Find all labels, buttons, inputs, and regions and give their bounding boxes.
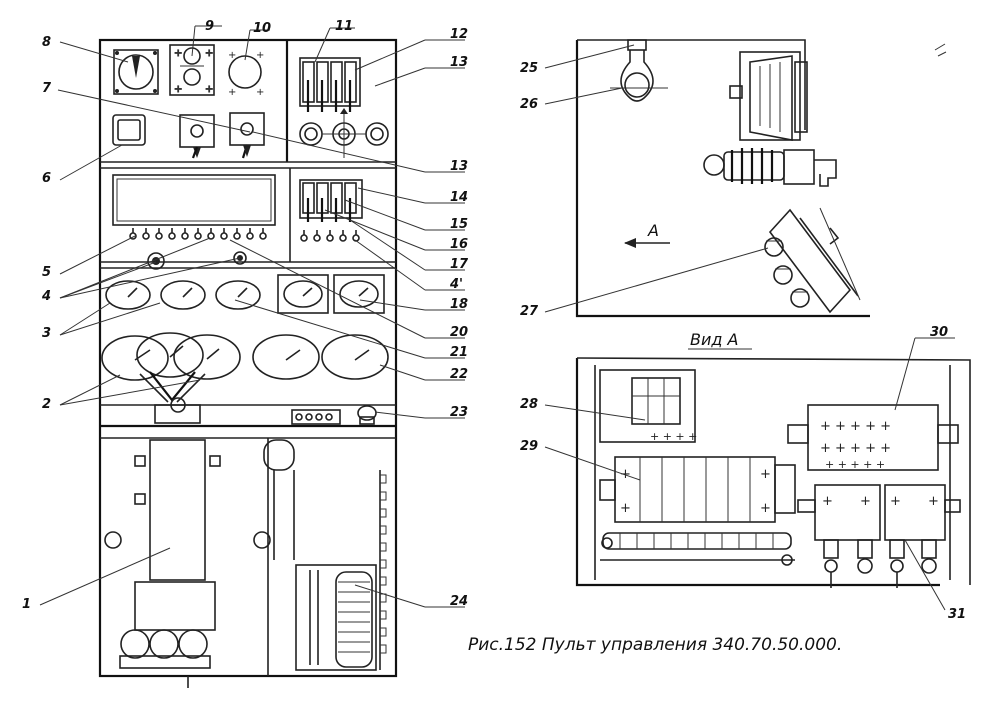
svg-text:+: +: [174, 84, 182, 95]
callout-30: 29: [520, 439, 538, 454]
toggle-switch-14: [229, 112, 265, 159]
callout-9: 9: [205, 19, 214, 34]
svg-text:+: +: [228, 87, 236, 98]
svg-text:+: +: [822, 494, 833, 509]
callout-24: 23: [450, 405, 468, 420]
callout-5: 5: [42, 265, 51, 280]
callout-11: 11: [335, 19, 353, 34]
view-a: + + + + + + + + + + + + + + + + + + + + …: [575, 357, 971, 588]
view-arrow-a: [624, 238, 670, 248]
relay-block-29: + + + +: [599, 369, 697, 443]
leader-lines: [39, 25, 955, 611]
callout-16: 15: [450, 217, 468, 232]
large-gauges-2: [101, 332, 389, 424]
svg-text:+: +: [620, 501, 631, 516]
callout-31: 30: [930, 325, 948, 340]
view-a-label: Вид А: [690, 330, 738, 349]
callout-1: 1: [22, 597, 31, 612]
callout-13: 13: [450, 55, 468, 70]
callout-20: 18: [450, 297, 468, 312]
callout-8: 8: [42, 35, 51, 50]
svg-text:+: +: [256, 87, 264, 98]
fuse-block-15: [299, 179, 363, 222]
ribbed-connector: [703, 148, 837, 187]
side-view: [575, 39, 947, 318]
svg-text:+ + + + +: + + + + +: [825, 458, 885, 471]
figure-caption: Рис.152 Пульт управления 340.70.50.000.: [468, 635, 842, 655]
connector-boxes-32: + + + +: [797, 484, 961, 588]
callout-26: 25: [520, 61, 538, 76]
callout-25: 24: [450, 594, 468, 609]
svg-text:+ + + + +: + + + + +: [820, 441, 891, 456]
svg-text:+: +: [760, 467, 771, 482]
callout-3: 3: [42, 326, 51, 341]
rack-25: [263, 439, 387, 671]
svg-text:+: +: [860, 494, 871, 509]
callout-22: 21: [450, 345, 468, 360]
square-gauges-20: [277, 274, 385, 314]
svg-text:+: +: [928, 494, 939, 509]
callout-17: 16: [450, 237, 468, 252]
callout-15: 14: [450, 190, 468, 205]
svg-text:+: +: [205, 48, 213, 59]
connector-strip-24: [291, 405, 377, 425]
svg-text:+: +: [890, 494, 901, 509]
toggle-switch-7: [179, 114, 215, 159]
small-gauges-3: [105, 280, 261, 310]
callout-4p: 4': [449, 277, 463, 292]
toggle-row-4prime: [300, 230, 360, 242]
selector-switch-8: [113, 49, 159, 95]
svg-text:+ + + + +: + + + + +: [820, 419, 891, 434]
callout-21: 20: [450, 325, 468, 340]
round-controls-13: [299, 108, 389, 158]
svg-text:+ + + +: + + + +: [650, 430, 697, 443]
svg-text:+: +: [760, 501, 771, 516]
lamp-block-9: + + + +: [169, 44, 215, 96]
toggle-row-5: [129, 228, 267, 240]
svg-text:+: +: [256, 50, 264, 61]
fuse-block-11: [299, 57, 361, 112]
callout-4: 4: [41, 289, 51, 304]
relay-unit-30: + + + +: [599, 456, 796, 523]
callout-32: 31: [948, 607, 966, 622]
callout-29: 28: [520, 397, 538, 412]
display-window: [112, 174, 276, 226]
callout-28: 27: [520, 304, 539, 319]
callout-23: 22: [450, 367, 468, 382]
arrow-label-a: А: [647, 221, 659, 240]
callout-labels: 8 9 10 11 12 13 7 6 13 14 15 16 17 4' 5 …: [22, 19, 966, 655]
signal-lamps-4: [147, 251, 247, 270]
callout-14: 13: [450, 159, 468, 174]
lower-unit-1: [104, 439, 271, 669]
signal-horn: [729, 51, 808, 141]
terminal-block-31: + + + + + + + + + + + + + + +: [787, 404, 959, 471]
callout-18: 17: [450, 257, 469, 272]
callout-12: 12: [450, 27, 468, 42]
round-indicator-10: + + + +: [228, 50, 264, 98]
square-button-6: [112, 114, 146, 146]
callout-10: 10: [253, 21, 271, 36]
callout-27: 26: [520, 97, 538, 112]
svg-text:+: +: [205, 84, 213, 95]
terminal-strip: [600, 532, 795, 566]
callout-2: 2: [42, 397, 51, 412]
svg-text:+: +: [174, 48, 182, 59]
svg-text:+: +: [228, 50, 236, 61]
front-view: + + + + + + + +: [98, 38, 398, 688]
connector-bracket-28: [764, 207, 861, 314]
callout-6: 6: [42, 171, 51, 186]
callout-7: 7: [42, 81, 52, 96]
